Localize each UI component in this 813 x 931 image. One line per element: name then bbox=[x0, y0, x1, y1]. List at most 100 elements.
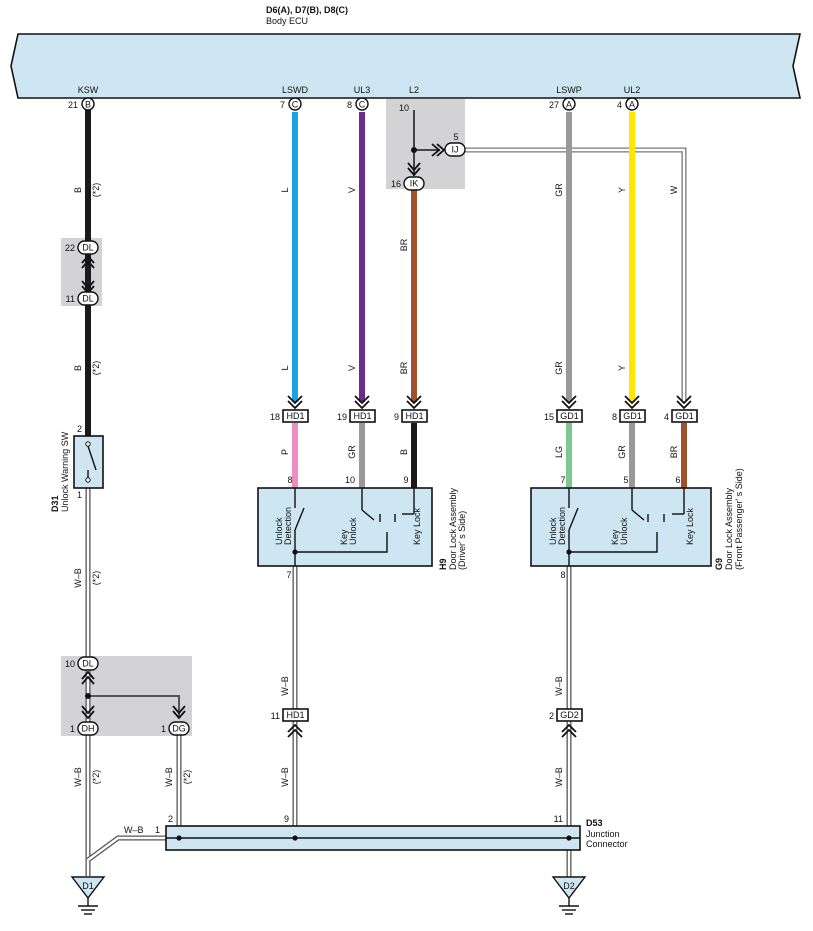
svg-text:(*2): (*2) bbox=[91, 571, 101, 586]
ecu-name: Body ECU bbox=[266, 16, 308, 26]
connector-ij5: 5 IJ bbox=[444, 132, 466, 157]
chevron-up-icon bbox=[81, 670, 95, 685]
svg-text:Unlock: Unlock bbox=[274, 517, 284, 545]
svg-text:D53: D53 bbox=[586, 818, 603, 828]
connector-hd1-9: 9 HD1 bbox=[394, 409, 428, 423]
svg-text:1: 1 bbox=[77, 490, 82, 500]
svg-text:Key: Key bbox=[610, 529, 620, 545]
svg-text:8: 8 bbox=[347, 100, 352, 110]
svg-text:Key: Key bbox=[339, 529, 349, 545]
svg-text:Unlock: Unlock bbox=[348, 517, 358, 545]
connector-dl22: 22 DL bbox=[65, 240, 99, 255]
svg-text:HD1: HD1 bbox=[286, 411, 304, 421]
connector-dg1: 1 DG bbox=[161, 721, 190, 736]
svg-text:B: B bbox=[85, 100, 91, 110]
connector-gd1-4: 4 GD1 bbox=[664, 409, 698, 423]
svg-text:GD2: GD2 bbox=[560, 710, 579, 720]
svg-text:DL: DL bbox=[82, 294, 94, 304]
svg-text:DG: DG bbox=[172, 724, 186, 734]
d53-junction-connector: 1 2 9 11 D53 Junction Connector bbox=[155, 814, 628, 851]
svg-text:Y: Y bbox=[617, 187, 627, 193]
svg-text:W–B: W–B bbox=[280, 676, 290, 696]
terminal-lswd: LSWD bbox=[282, 85, 309, 95]
ground-d2: D2 bbox=[551, 876, 587, 915]
svg-text:G9: G9 bbox=[714, 558, 724, 570]
svg-text:DL: DL bbox=[82, 243, 94, 253]
svg-text:9: 9 bbox=[403, 475, 408, 485]
svg-text:(*2): (*2) bbox=[182, 770, 192, 785]
terminal-ul3: UL3 bbox=[354, 85, 371, 95]
svg-text:8: 8 bbox=[612, 412, 617, 422]
svg-text:GD1: GD1 bbox=[623, 411, 642, 421]
h9-door-lock: 8 10 9 7 Unlock Detection Key Unlock Key… bbox=[257, 475, 467, 580]
svg-text:19: 19 bbox=[337, 412, 347, 422]
svg-text:(*2): (*2) bbox=[91, 183, 101, 198]
svg-text:LG: LG bbox=[554, 446, 564, 458]
svg-text:B: B bbox=[73, 365, 83, 371]
svg-text:4: 4 bbox=[664, 412, 669, 422]
svg-text:15: 15 bbox=[544, 412, 554, 422]
svg-text:9: 9 bbox=[284, 814, 289, 824]
svg-text:Unlock Warning SW: Unlock Warning SW bbox=[60, 431, 70, 512]
svg-text:D31: D31 bbox=[50, 495, 60, 512]
wire-labels: B (*2) B (*2) L L V V BR BR GR GR Y Y W … bbox=[73, 183, 679, 835]
ecu-pin-l2: 10 bbox=[399, 103, 409, 113]
svg-text:Key Lock: Key Lock bbox=[685, 507, 695, 545]
wire-wb-d1 bbox=[86, 835, 166, 863]
hd1-gd1-arrows bbox=[287, 395, 692, 410]
svg-text:Connector: Connector bbox=[586, 839, 628, 849]
svg-text:D2: D2 bbox=[563, 881, 575, 891]
svg-text:1: 1 bbox=[155, 825, 160, 835]
svg-text:DL: DL bbox=[82, 659, 94, 669]
svg-text:10: 10 bbox=[65, 659, 75, 669]
svg-text:V: V bbox=[347, 365, 357, 371]
ecu-pin-ksw: 21 B bbox=[68, 97, 95, 111]
svg-text:GR: GR bbox=[554, 183, 564, 197]
svg-text:W–B: W–B bbox=[554, 676, 564, 696]
ecu-pin-lswd: 7 C bbox=[280, 97, 302, 111]
svg-text:22: 22 bbox=[65, 243, 75, 253]
svg-text:D1: D1 bbox=[82, 881, 94, 891]
svg-text:HD1: HD1 bbox=[405, 411, 423, 421]
svg-text:A: A bbox=[629, 100, 635, 110]
connector-hd1-18: 18 HD1 bbox=[270, 409, 309, 423]
svg-text:2: 2 bbox=[168, 814, 173, 824]
svg-text:W–B: W–B bbox=[554, 767, 564, 787]
svg-text:7: 7 bbox=[286, 570, 291, 580]
svg-text:A: A bbox=[566, 100, 572, 110]
svg-text:W–B: W–B bbox=[73, 568, 83, 588]
svg-text:Unlock: Unlock bbox=[548, 517, 558, 545]
connector-hd1-19: 19 HD1 bbox=[337, 409, 376, 423]
connector-gd1-15: 15 GD1 bbox=[544, 409, 583, 423]
ecu-pin-ul2: 4 A bbox=[617, 97, 639, 111]
chevron-up-icon bbox=[287, 723, 303, 738]
d31-switch: 2 1 D31 Unlock Warning SW bbox=[50, 424, 104, 512]
svg-text:W–B: W–B bbox=[124, 825, 144, 835]
svg-text:GR: GR bbox=[617, 445, 627, 459]
chevron-down-icon bbox=[407, 162, 421, 177]
chevron-up-icon bbox=[81, 254, 95, 269]
svg-text:W: W bbox=[669, 185, 679, 194]
splice-dot bbox=[411, 147, 417, 153]
ecu-pin-ul3: 8 C bbox=[347, 97, 369, 111]
svg-text:L: L bbox=[280, 365, 290, 370]
svg-text:2: 2 bbox=[549, 711, 554, 721]
connector-gd1-8: 8 GD1 bbox=[612, 409, 646, 423]
svg-text:HD1: HD1 bbox=[286, 710, 304, 720]
svg-text:BR: BR bbox=[669, 445, 679, 458]
svg-text:7: 7 bbox=[560, 475, 565, 485]
svg-text:W–B: W–B bbox=[164, 767, 174, 787]
chevron-down-icon bbox=[172, 705, 186, 720]
connector-gd2-2: 2 GD2 bbox=[549, 708, 583, 722]
ecu-pin-lswp: 27 A bbox=[549, 97, 576, 111]
svg-text:Detection: Detection bbox=[557, 507, 567, 545]
svg-text:(Driver' s Side): (Driver' s Side) bbox=[457, 511, 467, 570]
chevron-up-icon bbox=[561, 723, 577, 738]
svg-text:6: 6 bbox=[675, 475, 680, 485]
svg-text:GD1: GD1 bbox=[560, 411, 579, 421]
chevron-right-icon bbox=[431, 143, 446, 157]
svg-text:Y: Y bbox=[617, 365, 627, 371]
ground-d1: D1 bbox=[70, 876, 106, 915]
svg-text:C: C bbox=[359, 100, 366, 110]
